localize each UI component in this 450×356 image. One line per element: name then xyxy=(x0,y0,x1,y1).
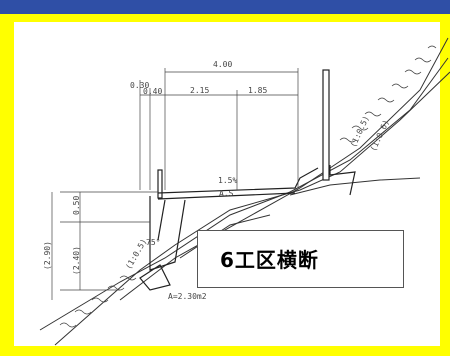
section-caption: 6工区横断 xyxy=(220,248,319,272)
ground-line-1 xyxy=(54,71,450,346)
ground-line-2 xyxy=(39,57,449,331)
slope-label-right-a: (1:0.5) xyxy=(349,114,371,148)
road-section xyxy=(139,69,356,291)
dim-left-offset-b: 0.40 xyxy=(143,87,162,96)
drawing-sheet xyxy=(14,22,440,346)
dim-mid-span: 2.15 xyxy=(190,86,209,95)
dim-angle: 75° xyxy=(146,238,160,247)
axis-marker: A.S xyxy=(219,189,234,198)
dim-area: A=2.30m2 xyxy=(168,292,207,301)
rock-hatching xyxy=(59,45,437,328)
dim-slope-pct: 1.5% xyxy=(218,176,237,185)
dim-top-width: 4.00 xyxy=(213,60,232,69)
dim-height-small: 0.50 xyxy=(72,196,81,215)
caption-box xyxy=(197,230,404,288)
dim-right-span: 1.85 xyxy=(248,86,267,95)
ground-line-4 xyxy=(289,177,421,196)
dim-height-total: (2.90) xyxy=(43,241,52,270)
dim-height-lower: (2.40) xyxy=(72,246,81,275)
ground-line-5 xyxy=(179,214,271,259)
slope-label-right-b: (1:0.6) xyxy=(369,118,391,152)
dimension-lines xyxy=(51,68,299,300)
dim-left-offset-a: 0.30 xyxy=(130,81,149,90)
